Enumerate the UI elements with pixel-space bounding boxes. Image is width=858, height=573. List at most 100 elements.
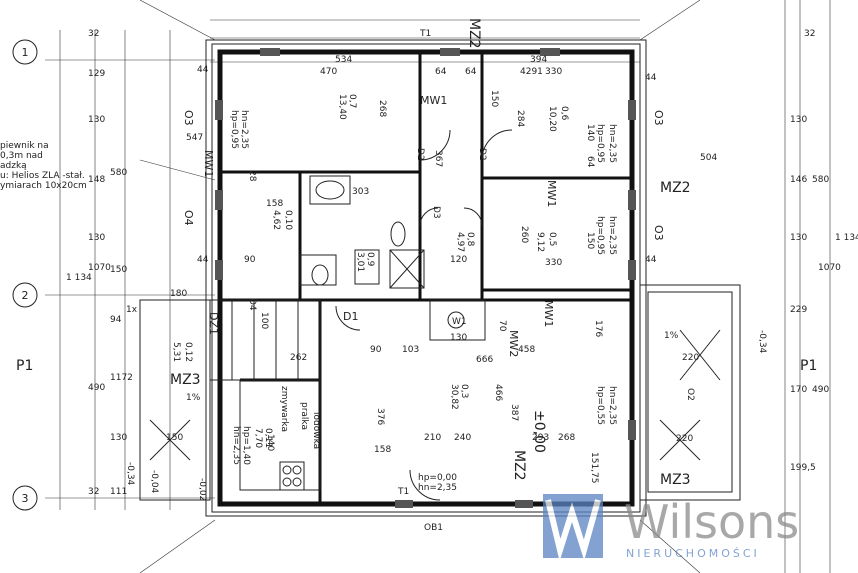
left-dimension-lines xyxy=(45,30,215,510)
room-code: 0,8 xyxy=(465,232,475,247)
level-left: -0,34 xyxy=(125,462,135,486)
note-line: adzką xyxy=(0,161,27,171)
dim-text: 130 xyxy=(790,233,807,243)
room-hp: hp=0,55 xyxy=(595,386,605,425)
dim-text: 90 xyxy=(370,345,382,355)
room-hn: hn=2,35 xyxy=(607,124,617,163)
dz1-label: DZ1 xyxy=(207,312,220,335)
dim-text: 387 xyxy=(509,404,519,421)
room-code: 0,11 xyxy=(263,428,273,448)
mw1-left-label: MW1 xyxy=(202,150,215,177)
dim-text: 376 xyxy=(375,408,385,425)
dim-text: 1070 xyxy=(818,263,841,273)
kitchen-units xyxy=(239,379,321,491)
dim-text: 580 xyxy=(812,175,829,185)
dim-text: 303 xyxy=(352,187,369,197)
pralka-label: pralka xyxy=(299,402,309,430)
dim-text: 120 xyxy=(450,255,467,265)
dim-text: 220 xyxy=(676,434,693,444)
dim-text: 158 xyxy=(374,445,391,455)
dim-text: 260 xyxy=(519,226,529,243)
left-notes: piewnik na 0,3m nad adzką u: Helios ZLA … xyxy=(0,141,87,191)
dim-text: 130 xyxy=(450,333,467,343)
top-dimension-lines xyxy=(210,19,640,63)
dim-text: 199,5 xyxy=(790,463,816,473)
dim-text: 150 xyxy=(166,433,183,443)
o2-label: O2 xyxy=(685,388,695,401)
room-hp: hp=0,95 xyxy=(595,216,605,255)
dim-text: 70 xyxy=(497,320,507,332)
dim-text: 32 xyxy=(88,29,99,39)
room-area: 4,62 xyxy=(271,210,281,230)
dim-text: 262 xyxy=(290,353,307,363)
door-hn: hn=2,35 xyxy=(418,483,457,493)
mz2-right-label: MZ2 xyxy=(660,180,691,196)
dim-text: 90 xyxy=(244,255,256,265)
dim-text: 1172 xyxy=(110,373,133,383)
room-stamp: 0,11 7,70 hp=1,40 hn=2,35 xyxy=(231,426,273,465)
note-line: 0,3m nad xyxy=(0,151,43,161)
d4-label: D4 xyxy=(247,298,257,311)
right-dimension-texts: 32 130 146 130 1 134 1070 229 170 490 58… xyxy=(700,29,858,473)
dim-text: 1070 xyxy=(88,263,111,273)
door-swings xyxy=(335,129,513,501)
left-dimension-texts: 32 129 130 148 130 1 134 1070 150 94 490… xyxy=(66,29,203,497)
room-code: 0,7 xyxy=(347,94,357,108)
lodowka-label: lodówka xyxy=(311,412,322,449)
note-line: ymiarach 10x20cm xyxy=(0,181,87,191)
t1-bottom: T1 xyxy=(397,487,409,497)
axis-circle-2 xyxy=(12,282,38,308)
dim-text: 150 xyxy=(110,265,127,275)
room-stamp: 0,3 30,82 hp=0,55 hn=2,35 xyxy=(449,384,617,425)
dim-text: 547 xyxy=(186,133,203,143)
wilsons-logo: Wilsons NIERUCHOMOŚCI xyxy=(543,494,799,562)
dim-text: 130 xyxy=(88,233,105,243)
room-area: 5,31 xyxy=(171,342,181,362)
mz3-right-label: MZ3 xyxy=(660,472,691,488)
mz3-left-label: MZ3 xyxy=(170,372,201,388)
dim-text: 180 xyxy=(170,289,187,299)
dim-text: 220 xyxy=(682,353,699,363)
dim-text: 44 xyxy=(645,73,657,83)
window-markers xyxy=(215,48,636,508)
room-stamp: 0,10 4,62 xyxy=(271,210,293,230)
dim-text: 140 xyxy=(265,434,275,451)
axis-label-3: 3 xyxy=(22,492,29,505)
dim-text: 504 xyxy=(700,153,717,163)
dim-text: 176 xyxy=(593,320,603,337)
dim-text: 367 xyxy=(433,150,443,167)
note-line: piewnik na xyxy=(0,141,49,151)
slope-left: 1% xyxy=(186,393,201,403)
construction-lines xyxy=(139,0,831,573)
door-hp: hp=0,00 xyxy=(418,473,457,483)
dim-text: 150 xyxy=(489,90,499,107)
logo-tagline: NIERUCHOMOŚCI xyxy=(626,547,760,560)
d2-label: D2 xyxy=(415,148,425,161)
dim-text: 4291 xyxy=(520,67,543,77)
axis-circle-1 xyxy=(12,39,38,65)
axis-label-1: 1 xyxy=(22,46,29,59)
t1-top: T1 xyxy=(419,29,431,39)
o4-label: O4 xyxy=(182,210,195,226)
dim-text: 330 xyxy=(545,258,562,268)
room-stamp: 0,8 4,97 xyxy=(455,232,475,252)
mw1-lower-label: MW1 xyxy=(542,300,555,327)
dim-text: 130 xyxy=(88,115,105,125)
room-hp: hp=0,95 xyxy=(229,110,239,149)
dim-text: 330 xyxy=(545,67,562,77)
room-stamp: 0,5 9,12 hp=0,95 hn=2,35 xyxy=(535,216,617,255)
room-code: 0,9 xyxy=(365,252,375,267)
dim-text: 1 134 xyxy=(66,273,92,283)
mw2-label: MW2 xyxy=(507,330,520,357)
dim-text: 44 xyxy=(645,255,657,265)
axis-circle-3 xyxy=(12,485,38,511)
terrace-annex xyxy=(139,284,741,501)
dim-text: 44 xyxy=(197,255,209,265)
room-area: 4,97 xyxy=(455,232,465,252)
dim-text: 1 134 xyxy=(835,233,858,243)
room-code: 0,10 xyxy=(283,210,293,230)
dim-text: 268 xyxy=(377,100,387,117)
dim-text: 158 xyxy=(266,199,283,209)
room-code: 0,5 xyxy=(547,232,557,246)
